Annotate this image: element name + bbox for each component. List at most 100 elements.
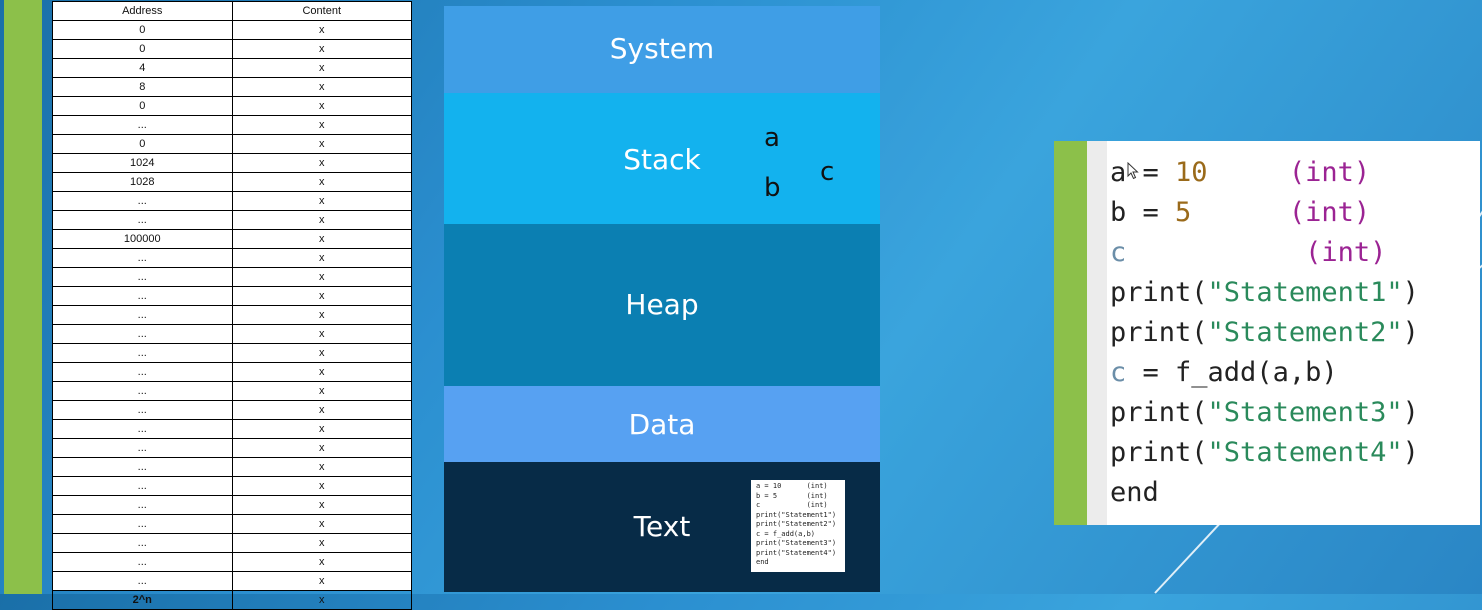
- mini-code-line: print("Statement4"): [756, 548, 837, 557]
- mini-code-line: a = 10 (int): [756, 482, 828, 490]
- table-row: ...x: [52, 362, 412, 382]
- content-cell: x: [231, 552, 412, 572]
- address-cell: ...: [52, 248, 233, 268]
- content-cell: x: [231, 438, 412, 458]
- address-cell: ...: [52, 400, 233, 420]
- mouse-pointer-icon: [1127, 162, 1139, 180]
- text-segment: Text a = 10 (int)b = 5 (int)c (int)print…: [444, 462, 880, 592]
- heap-segment: Heap: [444, 224, 880, 386]
- mini-code-line: print("Statement3"): [756, 539, 837, 547]
- content-cell: x: [231, 267, 412, 287]
- table-row: ...x: [52, 381, 412, 401]
- table-row: ...x: [52, 210, 412, 230]
- code-panel: a = 10 (int)b = 5 (int)c (int)print("Sta…: [1054, 141, 1480, 525]
- mini-code-line: c = f_add(a,b): [756, 529, 816, 538]
- code-token: = f_add(a,b): [1126, 357, 1338, 388]
- content-cell: x: [231, 381, 412, 401]
- content-cell: x: [231, 590, 412, 610]
- content-cell: x: [231, 39, 412, 59]
- data-segment-label: Data: [628, 408, 696, 441]
- stack-segment: Stack a b c: [444, 93, 880, 224]
- content-cell: x: [231, 400, 412, 420]
- table-row: ...x: [52, 400, 412, 420]
- mini-code-line: c (int): [756, 501, 828, 509]
- address-cell: ...: [52, 324, 233, 344]
- stack-var-b: b: [764, 173, 781, 203]
- code-token: c: [1110, 357, 1127, 388]
- code-token: "Statement4": [1207, 437, 1403, 468]
- code-token: a: [1110, 157, 1127, 188]
- code-token: (int): [1305, 237, 1387, 268]
- stack-var-c: c: [820, 157, 835, 187]
- stack-var-a: a: [764, 123, 780, 153]
- code-token: print(: [1110, 397, 1208, 428]
- text-segment-label: Text: [633, 510, 691, 543]
- table-row: ...x: [52, 324, 412, 344]
- address-cell: 1024: [52, 153, 233, 173]
- content-cell: x: [231, 305, 412, 325]
- content-cell: x: [231, 210, 412, 230]
- code-line: end: [1110, 473, 1419, 513]
- table-row: ...x: [52, 533, 412, 553]
- code-token: ): [1402, 397, 1419, 428]
- address-cell: ...: [52, 362, 233, 382]
- address-cell: ...: [52, 552, 233, 572]
- code-line: print("Statement2"): [1110, 313, 1419, 353]
- code-token: [1191, 197, 1289, 228]
- code-token: print(: [1110, 437, 1208, 468]
- address-cell: ...: [52, 267, 233, 287]
- address-cell: ...: [52, 419, 233, 439]
- code-token: c: [1110, 237, 1127, 268]
- table-row: ...x: [52, 495, 412, 515]
- content-cell: x: [231, 324, 412, 344]
- address-cell: ...: [52, 191, 233, 211]
- code-editor: a = 10 (int)b = 5 (int)c (int)print("Sta…: [1110, 153, 1419, 513]
- table-row: ...x: [52, 514, 412, 534]
- address-cell: ...: [52, 457, 233, 477]
- content-cell: x: [231, 229, 412, 249]
- table-row: ...x: [52, 286, 412, 306]
- table-row: ...x: [52, 305, 412, 325]
- code-token: 5: [1175, 197, 1192, 228]
- memory-layout-diagram: System Stack a b c Heap Data Text a = 10…: [444, 6, 880, 592]
- content-column-header: Content: [231, 1, 412, 21]
- code-token: b: [1110, 197, 1127, 228]
- code-token: (int): [1288, 157, 1371, 188]
- content-cell: x: [231, 115, 412, 135]
- text-segment-code-thumbnail: a = 10 (int)b = 5 (int)c (int)print("Sta…: [751, 480, 845, 572]
- content-cell: x: [231, 457, 412, 477]
- table-header-row: Address Content: [52, 1, 412, 21]
- content-cell: x: [231, 58, 412, 78]
- content-cell: x: [231, 96, 412, 116]
- code-line: print("Statement3"): [1110, 393, 1419, 433]
- code-panel-accent-bar: [1054, 141, 1087, 525]
- code-token: =: [1126, 197, 1176, 228]
- accent-bar-left: [4, 0, 42, 594]
- table-row: ...x: [52, 191, 412, 211]
- address-cell: ...: [52, 533, 233, 553]
- content-cell: x: [231, 20, 412, 40]
- code-line: b = 5 (int): [1110, 193, 1419, 233]
- address-column-header: Address: [52, 1, 233, 21]
- code-token: print(: [1110, 277, 1208, 308]
- mini-code-line: end: [756, 558, 769, 566]
- code-token: "Statement1": [1207, 277, 1403, 308]
- heap-segment-label: Heap: [625, 288, 699, 321]
- code-token: 10: [1175, 157, 1208, 188]
- address-cell: ...: [52, 514, 233, 534]
- table-row: ...x: [52, 438, 412, 458]
- system-segment-label: System: [609, 32, 715, 65]
- code-line: print("Statement1"): [1110, 273, 1419, 313]
- code-token: [1126, 237, 1305, 268]
